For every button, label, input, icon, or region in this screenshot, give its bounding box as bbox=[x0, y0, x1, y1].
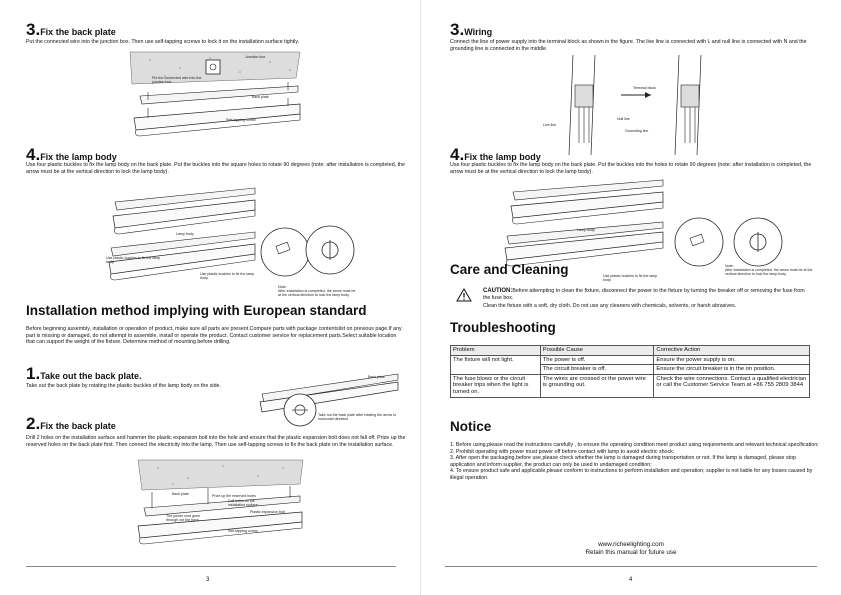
step4-body: Use four plastic buckles to fix the lamp… bbox=[26, 162, 405, 175]
label-junction-box: Junction box bbox=[245, 55, 266, 59]
table-cell: The fixture will not light. bbox=[450, 354, 541, 365]
troubleshooting-table: Problem Possible Cause Corrective Action… bbox=[450, 345, 810, 398]
page-number: 3 bbox=[206, 577, 210, 583]
label-null-line: Null line bbox=[617, 117, 630, 121]
label-note-r: Note: bbox=[725, 264, 734, 268]
label-back-plate-1: Back plate bbox=[368, 375, 385, 379]
table-header-cell: Possible Cause bbox=[539, 345, 655, 356]
caution-text: CAUTION:Before attempting to clean the f… bbox=[483, 288, 813, 302]
step3-heading: 3.Fix the back plate bbox=[26, 20, 116, 40]
notice-item: 1. Before using,please read the instruct… bbox=[450, 442, 819, 448]
notice-list: 1. Before using,please read the instruct… bbox=[450, 442, 820, 482]
step-title: Fix the lamp body bbox=[40, 152, 117, 162]
table-cell: The circuit breaker is off. bbox=[539, 364, 655, 375]
footer-rule bbox=[26, 566, 396, 567]
step1-heading: 1.Take out the back plate. bbox=[26, 364, 142, 384]
step1-body: Take out the back plate by rotating the … bbox=[26, 383, 221, 389]
caution-icon bbox=[456, 288, 472, 302]
label-lamp-body: Lamp body bbox=[176, 232, 194, 236]
wiring-illustration bbox=[568, 54, 702, 156]
table-header-cell: Problem bbox=[450, 345, 541, 356]
step-number: 2. bbox=[26, 414, 41, 433]
page-divider bbox=[420, 0, 421, 595]
label-note-body-r: After installation is completed, the arr… bbox=[725, 268, 813, 277]
step-title: Wiring bbox=[464, 27, 493, 37]
table-row: The circuit breaker is off. Ensure the c… bbox=[450, 364, 810, 375]
label-live-line: Live line bbox=[543, 123, 557, 127]
website-link[interactable]: www.richeelighting.com bbox=[598, 541, 664, 548]
label-take-out: Take out the back plate after rotating t… bbox=[318, 413, 397, 422]
table-header-cell: Corrective Action bbox=[653, 345, 810, 356]
clean-text: Clean the fixture with a soft, dry cloth… bbox=[483, 303, 737, 309]
step-title: Fix the back plate bbox=[40, 27, 116, 37]
step-title: Take out the back plate. bbox=[40, 371, 142, 381]
wiring-body: Connect the line of power supply into th… bbox=[450, 39, 807, 52]
step3-illustration bbox=[129, 51, 301, 137]
notice-item: 2. Prohibit operating with power must po… bbox=[450, 448, 675, 455]
left-page: 3.Fix the back plate Put the connected w… bbox=[0, 0, 420, 595]
table-cell: The fuse blows or the circuit breaker tr… bbox=[450, 373, 541, 398]
footer-rule-r bbox=[445, 566, 817, 567]
table-cell: The wires are crossed or the power wire … bbox=[539, 373, 655, 398]
right-page: 3.Wiring Connect the line of power suppl… bbox=[421, 0, 841, 595]
install-heading: Installation method implying with Europe… bbox=[26, 303, 367, 318]
step4-heading-r: 4.Fix the lamp body bbox=[450, 145, 541, 165]
step4-illustration-r bbox=[504, 179, 783, 267]
table-row: The fixture will not light. The power is… bbox=[450, 354, 810, 366]
label-note: Note: bbox=[278, 285, 287, 289]
label-grounding: Grounding line bbox=[625, 129, 649, 133]
label-prize: Prize up the reserved holes bbox=[212, 494, 256, 498]
step3-body: Put the connected wire into the junction… bbox=[26, 39, 300, 45]
table-cell: Ensure the power supply is on. bbox=[653, 354, 810, 366]
label-buckles-2: Use plastic buckles to fix the lamp body… bbox=[200, 272, 255, 281]
retain-text: Retain this manual for future use bbox=[585, 549, 677, 556]
page-number-r: 4 bbox=[629, 577, 633, 583]
step-number: 1. bbox=[26, 364, 41, 383]
notice-item: 3. After open the packaging,before use,p… bbox=[450, 455, 796, 468]
label-bolt: Plastic expansion bolt bbox=[250, 510, 285, 514]
label-cord: The power cord goes through out the back bbox=[166, 514, 200, 523]
step-number: 3. bbox=[26, 20, 41, 39]
label-buckles-1: Use plastic buckles to fix the lamp body… bbox=[106, 256, 161, 265]
step4-illustration bbox=[108, 187, 355, 281]
step-number: 4. bbox=[26, 145, 41, 164]
label-terminal: Terminal block bbox=[633, 86, 656, 90]
footer-contact: www.richeelighting.com Retain this manua… bbox=[541, 541, 721, 557]
troubleshooting-heading: Troubleshooting bbox=[450, 320, 556, 335]
notice-item: 4. To ensure product safe and applicable… bbox=[450, 468, 813, 481]
label-lamp-body-r: Lamp body bbox=[577, 228, 595, 232]
label-back-plate: Back plate bbox=[252, 95, 269, 99]
label-buckles-r: Use plastic buckles to fix the lamp body… bbox=[603, 274, 658, 283]
caution-body: Before attempting to clean the fixture, … bbox=[483, 288, 805, 301]
notice-heading: Notice bbox=[450, 419, 492, 434]
label-drill: Drill holes on the installation surface bbox=[228, 499, 258, 508]
step-title: Fix the back plate bbox=[40, 421, 116, 431]
label-note-body: After installation is completed, the arr… bbox=[278, 289, 356, 298]
label-connected-wire: Put the connected wire into the junction… bbox=[152, 76, 202, 85]
install-body: Before beginning assembly, installation … bbox=[26, 326, 402, 346]
table-header-row: Problem Possible Cause Corrective Action bbox=[450, 345, 810, 356]
table-cell: Ensure the circuit breaker is in the on … bbox=[653, 364, 810, 375]
label-back-plate-2: Back plate bbox=[172, 492, 189, 496]
label-screw-2: Self-tapping screw bbox=[228, 529, 258, 533]
step2-heading: 2.Fix the back plate bbox=[26, 414, 116, 434]
caution-label: CAUTION: bbox=[483, 288, 513, 294]
step4-body-r: Use four plastic buckles to fix the lamp… bbox=[450, 162, 812, 175]
step2-illustration bbox=[137, 459, 304, 545]
table-cell bbox=[450, 364, 541, 375]
table-row: The fuse blows or the circuit breaker tr… bbox=[450, 373, 810, 398]
table-cell: Check the wire connections. Contact a qu… bbox=[653, 373, 810, 398]
table-cell: The power is off. bbox=[539, 354, 655, 366]
step1-illustration bbox=[259, 373, 399, 427]
care-heading: Care and Cleaning bbox=[450, 262, 569, 277]
step-number: 4. bbox=[450, 145, 465, 164]
step2-body: Drill 2 holes on the installation surfac… bbox=[26, 435, 406, 448]
step-number: 3. bbox=[450, 20, 465, 39]
step4-heading: 4.Fix the lamp body bbox=[26, 145, 117, 165]
wiring-heading: 3.Wiring bbox=[450, 20, 492, 40]
label-screw: Self-tapping screw bbox=[226, 118, 256, 122]
step-title: Fix the lamp body bbox=[464, 152, 541, 162]
